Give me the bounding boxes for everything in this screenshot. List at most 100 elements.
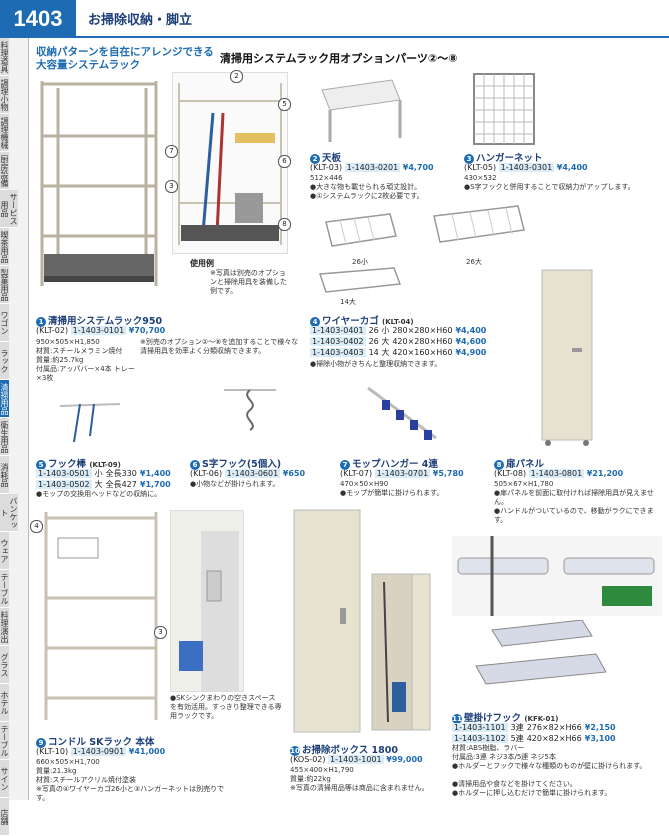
variant-price: ¥2,150 — [584, 723, 616, 732]
sidebar-tab: ウェア — [0, 532, 9, 570]
sk-sink-photo — [170, 510, 244, 692]
product-5-note: ●モップの交換用ヘッドなどの収納に。 — [36, 490, 162, 498]
product-3-row: (KLT-05) 1-1403-0301 ¥4,400 — [464, 163, 588, 172]
sidebar-tab: 清掃用品 — [0, 380, 9, 418]
product-1-spec2: 材質:スチールメラミン焼付 — [36, 347, 123, 355]
product-9-spec3: 材質:スチールアクリル焼付塗装 — [36, 776, 137, 784]
usage-label: 使用例 — [190, 259, 214, 268]
product-11-spec1: 材質:ABS樹脂、ラバー — [452, 744, 525, 752]
product-11-note2: ●清掃用品や食などを掛けてください。 — [452, 780, 577, 788]
sidebar-tab: 製菓用品 — [0, 266, 9, 304]
cleaning-box-open-image — [371, 573, 431, 731]
basket-label-small: 26小 — [352, 258, 368, 266]
callout-2: 2 — [230, 70, 243, 83]
product-8-note1: ●扉パネルを前面に取付ければ掃除用具が見えません。 — [494, 489, 654, 506]
callout-3b: 3 — [154, 626, 167, 639]
variant-dims: 420×82×H66 — [526, 734, 582, 743]
top-board-image — [321, 79, 402, 142]
sidebar-tab: 衛生用品 — [0, 418, 9, 456]
wire-basket-large-image — [433, 205, 525, 243]
sidebar-tab: ワゴン — [0, 304, 9, 342]
product-9-caption: ●SKシンクまわりの空きスペースを有効活用。すっきり整理できる専用ラックです。 — [170, 694, 282, 720]
variant-dims: 420×280×H60 — [392, 337, 453, 346]
product-10-spec2: 質量:約22kg — [290, 775, 331, 783]
variant-price: ¥1,700 — [139, 480, 171, 489]
page-number: 1403 — [0, 0, 76, 38]
system-rack-image — [40, 81, 158, 286]
callout-3: 3 — [165, 180, 178, 193]
sk-rack-image — [44, 512, 158, 720]
usage-note: ※写真は別売のオプションと掃除用具を装備した例です。 — [210, 269, 287, 295]
sidebar-tab: 店舗 — [0, 798, 9, 836]
sidebar-tab: グラス — [0, 646, 9, 684]
wire-basket-14-image — [318, 267, 402, 293]
variant-price: ¥4,600 — [455, 337, 487, 346]
variant-code: 1-1403-1101 — [452, 723, 508, 732]
product-7-spec: 470×50×H90 — [340, 480, 389, 488]
product-2-note1: ●大きな物も載せられる頑丈設計。 — [310, 183, 422, 191]
product-1-spec4: 付属品:アッパバー×4本 トレー×3枚 — [36, 365, 135, 382]
section-title: お掃除収納・脚立 — [88, 13, 193, 28]
product-2-note2: ●①システムラックに2枚必要です。 — [310, 192, 424, 200]
sidebar-tab: 喫茶用品 — [0, 228, 9, 266]
callout-8: 8 — [278, 218, 291, 231]
variant-dims: 276×82×H66 — [526, 723, 582, 732]
variant-size: 5連 — [510, 734, 524, 743]
s-hook-image — [224, 389, 276, 431]
sidebar-tab: サイン — [0, 760, 9, 798]
variant-size: 3連 — [510, 723, 524, 732]
product-1-row: (KLT-02) 1-1403-0101 ¥70,700 — [36, 326, 166, 335]
header-rule — [76, 36, 669, 38]
options-header: 清掃用システムラック用オプションパーツ②〜⑧ — [220, 52, 458, 65]
variant-size: 14 大 — [368, 348, 390, 357]
basket-label-large: 26大 — [466, 258, 482, 266]
product-9-spec2: 質量:21.3kg — [36, 767, 77, 775]
page-header: 1403 お掃除収納・脚立 — [0, 0, 669, 38]
callout-6: 6 — [278, 155, 291, 168]
product-7-row: (KLT-07) 1-1403-0701 ¥5,780 — [340, 469, 464, 478]
variant-price: ¥4,900 — [455, 348, 487, 357]
product-9-row: (KLT-10) 1-1403-0901 ¥41,000 — [36, 747, 166, 756]
cleaning-box-image — [293, 509, 361, 733]
variant-size: 小 — [94, 469, 103, 478]
headline-line2: 大容量システムラック — [36, 59, 141, 71]
variant-code: 1-1403-0501 — [36, 469, 92, 478]
variant-size: 26 大 — [368, 337, 390, 346]
product-4-note: ●掃除小物がきちんと整理収納できます。 — [310, 360, 442, 368]
wall-hook-photo — [452, 536, 662, 616]
variant-price: ¥4,400 — [455, 326, 487, 335]
product-9-spec1: 660×505×H1,700 — [36, 758, 100, 766]
product-11-spec2: 付属品:3連 ネジ3本/5連 ネジ5本 — [452, 753, 556, 761]
sidebar-tab: バンケット — [0, 494, 18, 532]
sidebar-tab: 消耗品 — [0, 456, 9, 494]
variant-code: 1-1403-0401 — [310, 326, 366, 335]
variant-code: 1-1403-0402 — [310, 337, 366, 346]
wire-basket-small-image — [325, 213, 397, 247]
product-2-row: (KLT-03) 1-1403-0201 ¥4,700 — [310, 163, 434, 172]
callout-4: 4 — [30, 520, 43, 533]
product-10-spec1: 455×400×H1,790 — [290, 766, 354, 774]
variant-code: 1-1403-1102 — [452, 734, 508, 743]
product-8-note2: ●ハンドルがついているので、移動がラクにできます。 — [494, 507, 654, 524]
hook-rod-image — [59, 403, 121, 443]
callout-5: 5 — [278, 98, 291, 111]
product-1-spec3: 質量:約25.7kg — [36, 356, 84, 364]
variant-dims: 420×160×H60 — [392, 348, 453, 357]
sidebar-tab: 厨房設備 — [0, 152, 9, 190]
variant-code: 1-1403-0502 — [36, 480, 92, 489]
